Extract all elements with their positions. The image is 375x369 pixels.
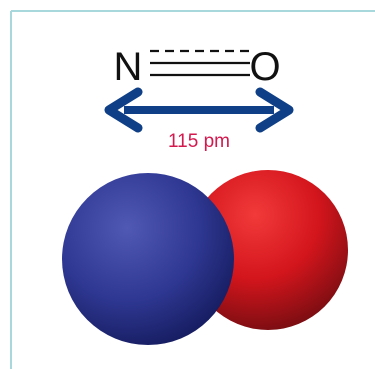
distance-arrow-head-left [104,87,143,133]
bond-length-label: 115 pm [168,131,230,152]
atom-label-nitrogen: N [114,45,143,89]
bond-lines [150,49,250,77]
nitrogen-atom-sphere [62,173,234,345]
atom-label-oxygen: O [249,45,280,89]
distance-arrow-head-right [255,87,294,133]
distance-arrow [104,87,294,133]
